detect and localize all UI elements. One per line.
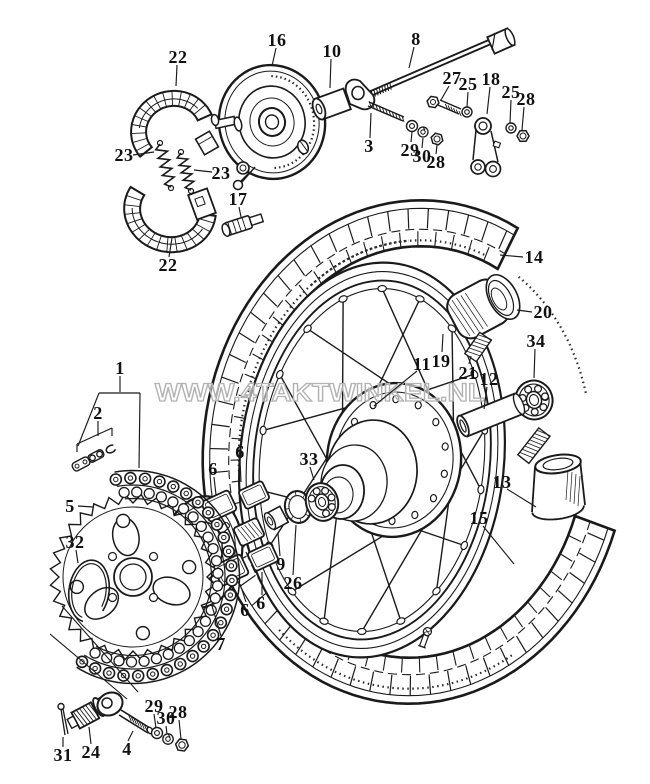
callout-25: 25 (501, 82, 521, 102)
callout-34: 34 (526, 331, 546, 351)
callout-6: 6 (256, 593, 266, 613)
callout-12: 12 (479, 369, 499, 389)
callout-22: 22 (168, 47, 188, 67)
callout-21: 21 (458, 363, 478, 383)
callout-8: 8 (411, 29, 421, 49)
callout-28: 28 (426, 152, 446, 172)
callout-31: 31 (53, 745, 73, 765)
callout-20: 20 (533, 302, 553, 322)
callout-4: 4 (122, 739, 132, 759)
callout-28: 28 (168, 702, 188, 722)
axle-and-adjuster (311, 27, 516, 123)
callout-26: 26 (283, 573, 303, 593)
callout-19: 19 (431, 351, 451, 371)
callout-33: 33 (299, 449, 319, 469)
callout-2: 2 (93, 403, 103, 423)
callout-6: 6 (235, 442, 245, 462)
callout-15: 15 (469, 508, 489, 528)
callout-23: 23 (114, 145, 134, 165)
tube-and-bearing-parts (417, 274, 586, 649)
watermark-text: WWW.4TAKTWINKEL.NL (155, 379, 485, 407)
callout-3: 3 (364, 136, 374, 156)
callout-24: 24 (81, 742, 101, 762)
callout-10: 10 (322, 41, 342, 61)
callout-28: 28 (516, 89, 536, 109)
callout-6: 6 (240, 600, 250, 620)
callout-22: 22 (158, 255, 178, 275)
wheel-hub (319, 381, 463, 539)
callout-9: 9 (276, 554, 286, 574)
callout-17: 17 (228, 189, 248, 209)
callout-11: 11 (412, 354, 432, 374)
callout-leader-lines (62, 46, 537, 747)
callout-29: 29 (144, 696, 164, 716)
callout-6: 6 (208, 459, 218, 479)
callout-30: 30 (412, 146, 432, 166)
chain-adjuster-assembly (57, 691, 190, 752)
callout-29: 29 (400, 140, 420, 160)
callout-30: 30 (156, 708, 176, 728)
callout-7: 7 (216, 634, 226, 654)
callout-18: 18 (481, 69, 501, 89)
callout-25: 25 (458, 74, 478, 94)
callout-13: 13 (492, 472, 512, 492)
callout-27: 27 (442, 68, 462, 88)
sprocket-and-chain-assembly (49, 444, 340, 685)
callout-32: 32 (65, 532, 85, 552)
callout-14: 14 (524, 247, 544, 267)
callout-1: 1 (115, 358, 125, 378)
callout-23: 23 (211, 163, 231, 183)
assembly-lines (49, 605, 139, 700)
brake-panel-assembly (123, 63, 327, 254)
small-hardware (405, 95, 530, 178)
callout-16: 16 (267, 30, 287, 50)
callout-5: 5 (65, 496, 75, 516)
